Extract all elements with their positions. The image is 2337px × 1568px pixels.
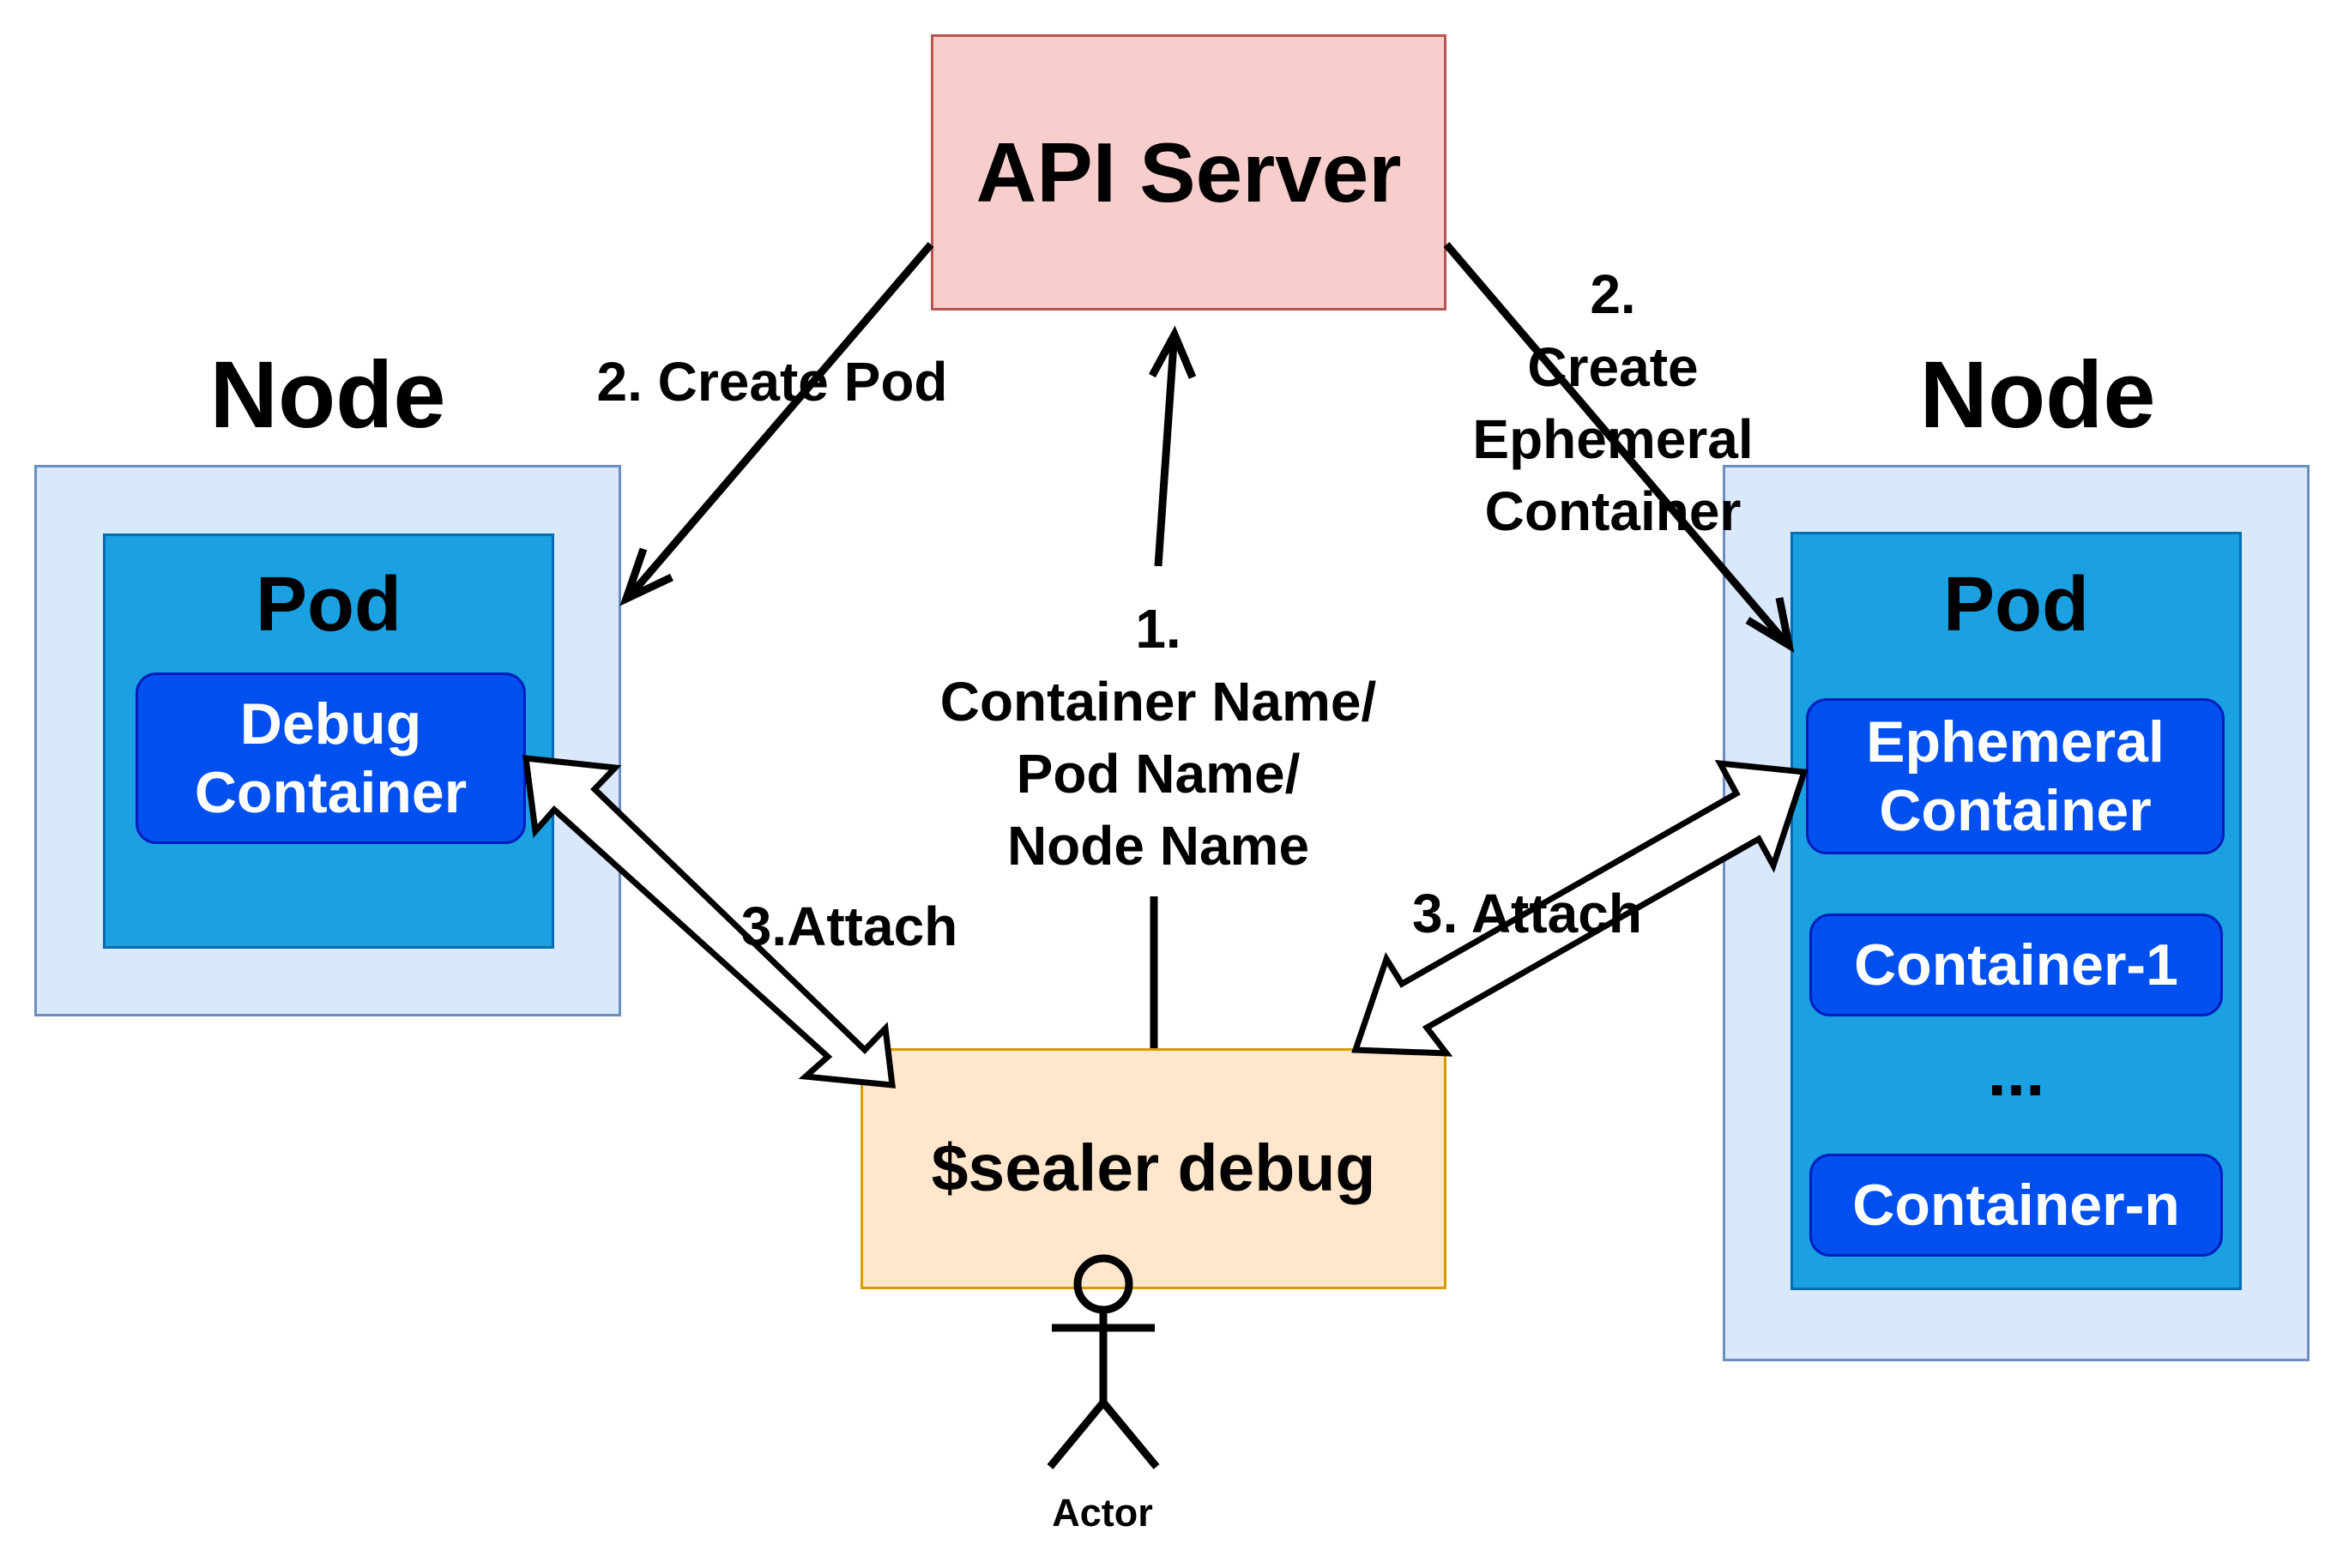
pod-right-label: Pod <box>1943 561 2089 648</box>
create-ephemeral-arrow <box>1443 242 1795 654</box>
attach-left-double-arrow <box>522 755 896 1089</box>
container-1-box: Container-1 <box>1809 914 2223 1016</box>
attach-right-label: 3. Attach <box>1412 882 1642 944</box>
request-label: 1. Container Name/ Pod Name/ Node Name <box>892 592 1424 884</box>
create-pod-arrow <box>619 242 934 606</box>
create-ephemeral-line-1: 2. <box>1590 263 1636 326</box>
pod-left-label: Pod <box>256 561 402 648</box>
request-arrow <box>1149 325 1197 1048</box>
create-ephemeral-label: 2. Create Ephemeral Container <box>1407 257 1819 549</box>
request-line-2: Container Name/ <box>939 670 1377 733</box>
container-n-box: Container-n <box>1809 1154 2223 1257</box>
actor-label: Actor <box>1052 1491 1153 1535</box>
attach-left-label: 3.Attach <box>740 895 958 957</box>
ephemeral-container-box: Ephemeral Container <box>1806 698 2225 854</box>
request-line-3: Pod Name/ <box>1016 743 1301 805</box>
create-ephemeral-line-4: Container <box>1484 480 1742 543</box>
container-ellipsis: ... <box>1987 1034 2045 1110</box>
request-line-1: 1. <box>1135 598 1181 660</box>
actor-icon <box>1047 1254 1160 1469</box>
node-left-label: Node <box>209 341 446 448</box>
node-right-label: Node <box>1919 341 2156 448</box>
debug-container-box: Debug Container <box>136 672 526 844</box>
create-ephemeral-line-2: Create <box>1527 335 1699 398</box>
ephemeral-container-line-2: Container <box>1879 778 2152 843</box>
ephemeral-container-line-1: Ephemeral <box>1866 709 2165 775</box>
create-pod-label: 2. Create Pod <box>596 350 948 413</box>
request-line-4: Node Name <box>1006 815 1310 877</box>
attach-right-double-arrow <box>1351 759 1809 1057</box>
api-server-box: API Server <box>931 34 1446 311</box>
create-ephemeral-line-3: Ephemeral <box>1472 408 1754 470</box>
sealer-debug-box: $sealer debug <box>861 1048 1446 1289</box>
debug-container-line-1: Debug <box>239 691 422 757</box>
debug-container-line-2: Container <box>194 760 468 825</box>
